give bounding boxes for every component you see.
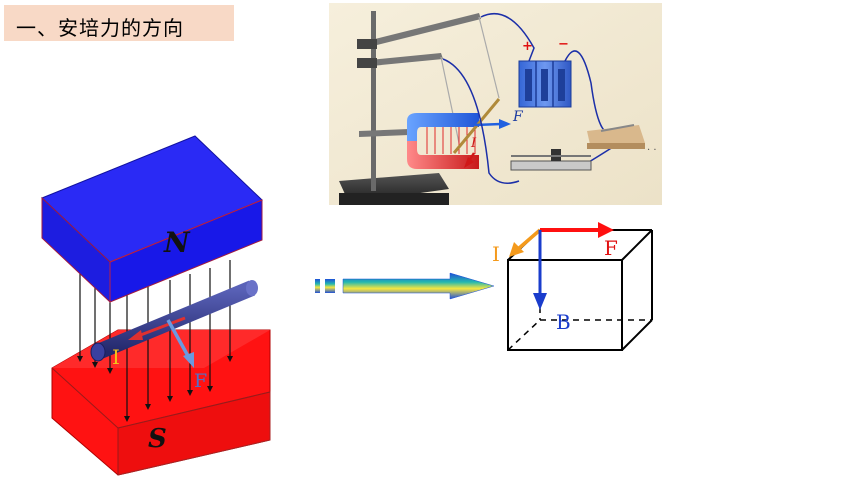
transition-arrow (315, 272, 495, 300)
rod-current-arrowhead (128, 330, 143, 340)
south-pole-magnet (51, 329, 271, 476)
rod-force-label: F (194, 370, 208, 392)
battery-plus-sign: + (522, 39, 533, 54)
horseshoe-magnet-south (407, 141, 479, 169)
wire-positive (480, 12, 535, 62)
battery-cell-1 (525, 69, 532, 101)
cube-field-label: B (556, 310, 571, 334)
cube-force-arrowhead (598, 222, 614, 238)
conductor-rod (90, 280, 258, 362)
battery-minus-sign: − (558, 37, 569, 52)
stand-rod (371, 11, 376, 191)
suspension-wire-1 (478, 16, 500, 99)
north-pole-magnet (41, 135, 263, 304)
cube-field-arrowhead (533, 293, 547, 310)
cube-force-label: F (604, 236, 618, 260)
rod-force-arrowhead (183, 352, 194, 368)
wire-return (442, 58, 520, 184)
photo-force-arrow (474, 122, 502, 127)
photo-current-label: I (471, 136, 477, 151)
stand-base-front (339, 193, 449, 205)
cube-current-arrowhead (509, 242, 524, 257)
rod-current-label: I (112, 345, 120, 369)
title-banner: 一、安培力的方向 (4, 5, 234, 41)
experiment-apparatus-drawing (329, 3, 662, 205)
photo-force-arrowhead (499, 119, 511, 129)
rod-force-arrow (166, 319, 190, 357)
photo-field-lines (426, 127, 476, 154)
experiment-photo: + − F I · · (329, 3, 662, 205)
photo-force-label: F (513, 109, 523, 125)
switch-base-front (587, 143, 645, 149)
clamp-lower (357, 58, 377, 68)
magnet-arm (359, 129, 409, 137)
clamp-upper (357, 39, 377, 49)
cube-current-arrow (516, 228, 542, 251)
rod-current-arrow (137, 316, 186, 338)
photo-current-arrowhead (464, 157, 474, 168)
cube-current-label: I (492, 242, 500, 266)
cube (507, 229, 653, 351)
suspension-wire-2 (440, 56, 460, 144)
battery-cell-2 (541, 69, 548, 101)
battery-cell-3 (558, 69, 565, 101)
north-pole-label: N (164, 226, 190, 259)
photo-dots: · · (647, 145, 657, 156)
south-pole-label: S (148, 424, 167, 454)
lower-arm (359, 53, 443, 67)
switch-lever (600, 124, 635, 132)
upper-arm (359, 13, 481, 49)
page-title: 一、安培力的方向 (16, 16, 184, 40)
field-line-arrowheads (77, 356, 233, 422)
